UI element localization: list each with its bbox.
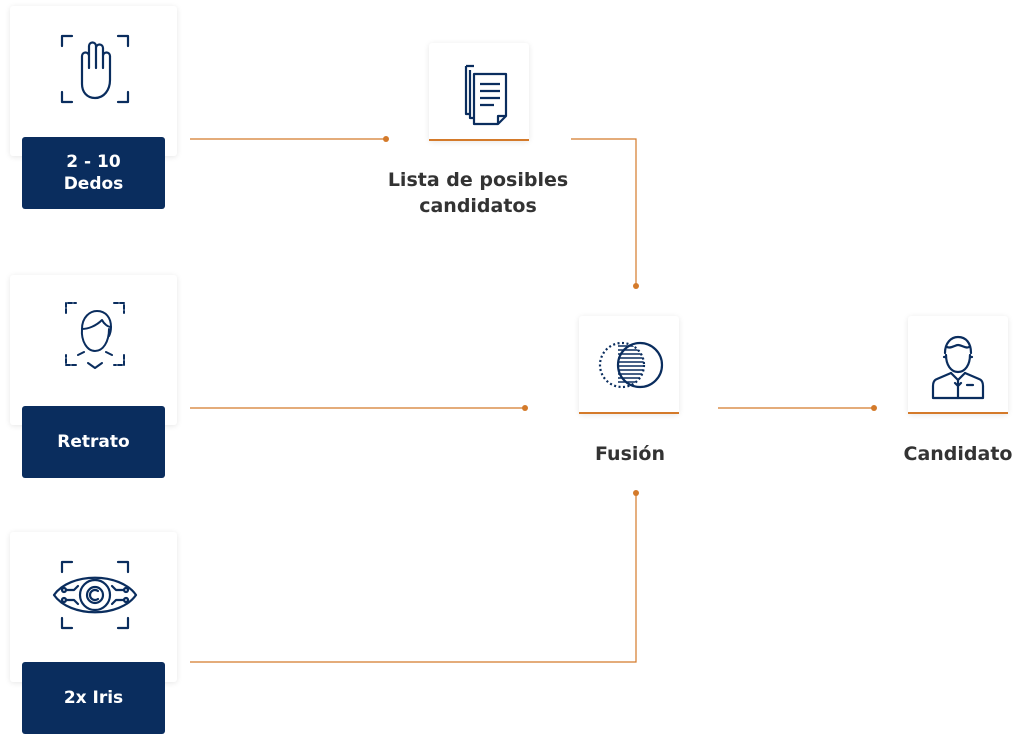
node-card-candidate: [908, 316, 1008, 414]
caption-fusion: Fusión: [595, 443, 665, 465]
input-card-fingers: [10, 6, 177, 156]
connector-list-to-fusion: [571, 138, 637, 286]
person-icon: [931, 335, 985, 400]
node-card-fusion: [579, 316, 679, 414]
fusion-circles-icon: [598, 341, 664, 389]
connector-dot: [522, 405, 528, 411]
connector-dot: [383, 136, 389, 142]
connector-dot: [633, 283, 639, 289]
connector-iris-to-fusion: [190, 493, 637, 663]
input-label-portrait: Retrato: [22, 406, 165, 478]
input-label-fingers: 2 - 10 Dedos: [22, 137, 165, 209]
iris-scan-icon: [52, 560, 138, 630]
input-label-iris: 2x Iris: [22, 662, 165, 734]
node-card-candidate-list: [429, 43, 529, 141]
hand-fingerprint-icon: [60, 34, 130, 104]
input-card-iris: [10, 532, 177, 682]
connector-dot: [871, 405, 877, 411]
connector-dot: [633, 490, 639, 496]
caption-candidate: Candidato: [903, 443, 1013, 465]
document-stack-icon: [464, 64, 508, 126]
input-card-portrait: [10, 275, 177, 425]
caption-candidate-list: Lista de posibles candidatos: [387, 169, 569, 217]
face-scan-icon: [65, 302, 125, 369]
